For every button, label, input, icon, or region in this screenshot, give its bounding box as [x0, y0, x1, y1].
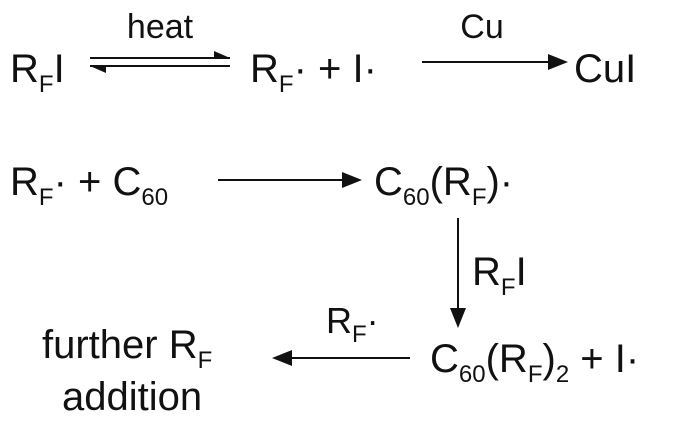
eq1-condition-heat: heat — [127, 8, 194, 46]
eq2-reactants: RF· + C60 — [10, 160, 168, 211]
eq1-reagent-cu: Cu — [460, 8, 503, 46]
step3-reagent: RFI — [472, 250, 527, 301]
equilibrium-arrow — [90, 51, 230, 73]
eq1-final-product: CuI — [574, 47, 636, 91]
step4-reagent: RF· — [326, 300, 379, 348]
addition-arrow — [218, 172, 362, 188]
step3-product: C60(RF)2 + I· — [430, 337, 639, 388]
eq1-radical-products: RF· + I· — [250, 47, 377, 98]
eq2-product: C60(RF)· — [374, 160, 513, 211]
iodine-transfer-arrow — [450, 218, 466, 328]
eq1-reactant: RFI — [10, 47, 65, 98]
further-addition-line1: further RF — [42, 323, 212, 374]
further-addition-line2: addition — [62, 375, 202, 419]
cu-reaction-arrow — [422, 54, 568, 70]
further-addition-arrow — [272, 350, 410, 366]
